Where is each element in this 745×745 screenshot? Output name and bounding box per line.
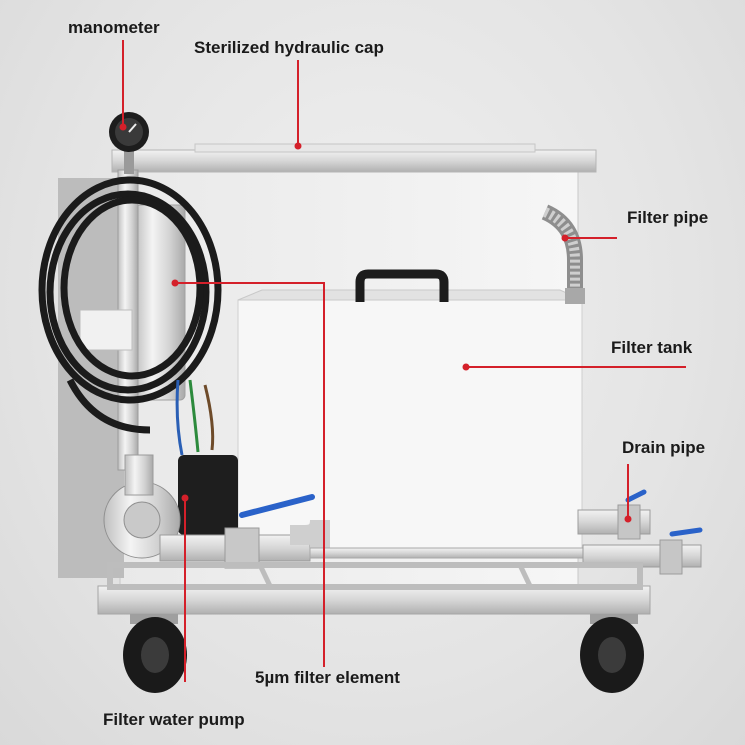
- coiled-hose: [38, 176, 222, 434]
- leader-line-filter-pump: [184, 498, 186, 682]
- power-socket: [79, 309, 133, 351]
- filter-tank-body: [237, 269, 583, 549]
- leader-line-drain-pipe: [627, 464, 629, 519]
- label-filter-element: 5µm filter element: [255, 668, 400, 687]
- label-drain-pipe: Drain pipe: [622, 438, 706, 457]
- leader-line-manometer: [122, 40, 124, 126]
- leader-line-filter-element-h: [174, 282, 324, 284]
- leader-dot-drain-pipe: [624, 515, 632, 523]
- label-filter-pump: Filter water pump: [103, 710, 245, 729]
- leader-dot-cap: [294, 142, 302, 150]
- manometer-gauge: [109, 112, 149, 174]
- flex-filter-pipe: [541, 204, 585, 304]
- leader-line-filter-pipe: [565, 237, 617, 239]
- label-manometer: manometer: [68, 18, 160, 37]
- leader-line-filter-element-v: [323, 282, 325, 667]
- label-filter-tank: Filter tank: [611, 338, 693, 357]
- leader-line-cap: [297, 60, 299, 146]
- leader-dot-manometer: [119, 123, 127, 131]
- hydraulic-cap: [111, 143, 597, 173]
- leader-dot-filter-pipe: [561, 234, 569, 242]
- leader-dot-filter-pump: [181, 494, 189, 502]
- drain-valves: [577, 489, 703, 575]
- base-frame: [97, 562, 651, 615]
- leader-line-filter-tank: [466, 366, 686, 368]
- casters: [123, 614, 644, 693]
- wiring: [175, 379, 215, 456]
- leader-dot-filter-tank: [462, 363, 470, 371]
- leader-dot-filter-element: [171, 279, 179, 287]
- label-sterilized-cap: Sterilized hydraulic cap: [194, 38, 384, 57]
- label-filter-pipe: Filter pipe: [627, 208, 709, 227]
